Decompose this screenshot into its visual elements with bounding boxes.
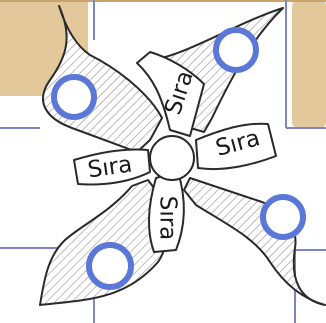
wood-corner-top-right bbox=[292, 0, 326, 128]
label-bottom: Sıra bbox=[155, 196, 181, 241]
blade-circle-icon bbox=[54, 77, 94, 117]
hub-circle-icon bbox=[150, 136, 194, 180]
blade-circle-icon bbox=[216, 30, 256, 70]
blade-circle-icon bbox=[263, 197, 303, 237]
blade-circle-icon bbox=[89, 245, 131, 287]
pinwheel-icon: Sıra Sıra Sıra Sıra bbox=[40, 6, 325, 305]
blade-bottom-right bbox=[184, 178, 325, 305]
